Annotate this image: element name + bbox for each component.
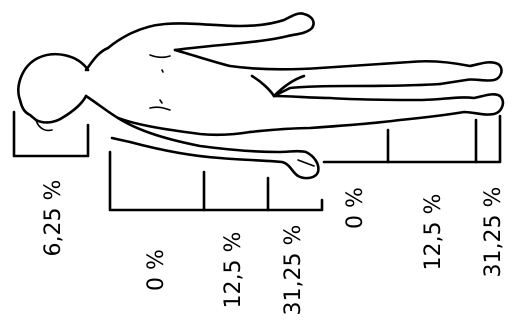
legs-inner-lower	[250, 94, 503, 132]
chest-mark	[160, 100, 162, 103]
arm-bracket	[110, 152, 322, 210]
label-arm-hand-percent: 31,25 %	[281, 225, 306, 316]
leg-bracket	[324, 116, 500, 162]
head-outline	[18, 54, 88, 122]
label-leg-foot-percent: 31,25 %	[481, 187, 506, 278]
torso-lower	[86, 96, 250, 135]
head-bracket	[14, 112, 88, 156]
neck-upper	[86, 48, 108, 70]
lower-arm-outline	[112, 118, 318, 178]
navel-mark	[162, 70, 163, 72]
label-head-percent: 6,25 %	[41, 180, 66, 257]
torso-top	[175, 50, 501, 84]
human-figure-outline	[18, 13, 502, 178]
legs-inner	[274, 84, 440, 96]
hand-finger-line	[298, 160, 314, 166]
label-arm-forearm-percent: 12,5 %	[221, 232, 246, 309]
label-leg-thigh-percent: 0 %	[343, 187, 368, 229]
groin-line	[252, 76, 304, 96]
nipple-lower	[150, 107, 170, 110]
nipple-upper	[150, 55, 170, 57]
upper-arm-top	[108, 13, 314, 50]
label-arm-upper-percent: 0 %	[144, 249, 169, 291]
label-leg-shin-percent: 12,5 %	[421, 194, 446, 271]
